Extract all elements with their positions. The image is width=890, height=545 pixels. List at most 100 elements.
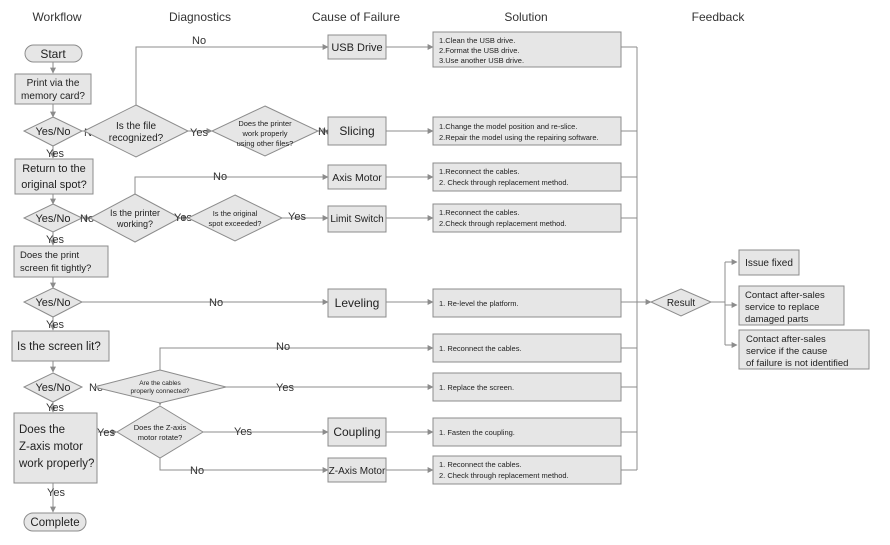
cause-usb-drive — [327, 34, 387, 60]
solution-usb — [432, 31, 622, 68]
label-yes-1: Yes — [46, 148, 64, 160]
label-yes-2: Yes — [46, 234, 64, 246]
cause-limit-switch — [327, 205, 387, 233]
header-diagnostics: Diagnostics — [169, 10, 231, 24]
zmotor-line2: Z-axis motor — [19, 441, 83, 453]
label-yes-4: Yes — [46, 402, 64, 414]
label-yes-6: Yes — [47, 487, 65, 499]
solution-axis — [432, 162, 622, 192]
cause-slicing-label: Slicing — [339, 124, 374, 138]
sol-axis-2: 2. Check through replacement method. — [439, 178, 569, 187]
decision-yesno-2-label: Yes/No — [35, 213, 70, 225]
recognized-line1: Is the file — [116, 121, 156, 132]
label-yes-5: Yes — [97, 427, 115, 439]
sol-screen-1: 1. Replace the screen. — [439, 383, 514, 392]
feedback-contact-replace-parts — [738, 285, 845, 326]
return-line2: original spot? — [21, 179, 86, 191]
feedback-issue-fixed — [738, 249, 800, 276]
complete-label: Complete — [30, 517, 79, 529]
decision-result — [649, 288, 713, 317]
label-no-zaxis: No — [190, 465, 204, 477]
exceeded-line1: Is the original — [213, 209, 258, 218]
sol-limit-2: 2.Check through replacement method. — [439, 219, 567, 228]
feedback-column: Result Issue fixed Contact after-sales s… — [649, 249, 870, 370]
z-axis-motor-box — [13, 412, 98, 484]
decision-cables-connected — [93, 369, 227, 404]
cause-z-axis-motor — [327, 457, 387, 483]
sol-coupling-1: 1. Fasten the coupling. — [439, 428, 515, 437]
solution-coupling — [432, 417, 622, 447]
result-label: Result — [667, 298, 696, 309]
sol-axis-1: 1.Reconnect the cables. — [439, 167, 519, 176]
label-no-usb: No — [192, 35, 206, 47]
cause-column: USB Drive Slicing Axis Motor Limit Switc… — [327, 34, 387, 483]
solution-leveling — [432, 288, 622, 318]
decision-yesno-1 — [22, 116, 84, 147]
fixed-label: Issue fixed — [745, 258, 793, 269]
contact-unknown-1: Contact after-sales — [746, 334, 826, 345]
cause-coupling — [327, 417, 387, 447]
return-line1: Return to the — [22, 163, 86, 175]
decision-yesno-4-label: Yes/No — [35, 382, 70, 394]
start-label: Start — [40, 47, 66, 61]
zmotor-line3: work properly? — [18, 458, 94, 470]
cause-leveling-label: Leveling — [335, 296, 380, 310]
decision-yesno-4 — [22, 372, 84, 403]
header-workflow: Workflow — [32, 10, 81, 24]
cause-axis-motor — [327, 164, 387, 190]
other-files-line2: work properly — [241, 129, 287, 138]
solution-slicing — [432, 116, 622, 146]
contact-unknown-3: of failure is not identified — [746, 358, 848, 369]
start-terminal — [24, 44, 83, 63]
decision-other-files — [210, 105, 320, 157]
fit-line2: screen fit tightly? — [20, 263, 91, 274]
workflow-column: Start Print via the memory card? Yes/No … — [11, 44, 115, 532]
cause-axis-label: Axis Motor — [332, 172, 382, 184]
sol-usb-1: 1.Clean the USB drive. — [439, 36, 515, 45]
label-yes-working: Yes — [174, 212, 192, 224]
contact-unknown-2: service if the cause — [746, 346, 827, 357]
rotate-line1: Does the Z-axis — [134, 423, 187, 432]
header-solution: Solution — [504, 10, 547, 24]
label-yes-recognized: Yes — [190, 127, 208, 139]
label-yes-limit: Yes — [288, 211, 306, 223]
solution-z-axis — [432, 455, 622, 485]
print-via-memory-card-box — [14, 73, 92, 105]
screen-lit-label: Is the screen lit? — [17, 341, 101, 353]
decision-file-recognized — [82, 104, 190, 158]
decision-yesno-3 — [22, 287, 84, 318]
solution-reconnect-cables — [432, 333, 622, 363]
sol-zaxis-1: 1. Reconnect the cables. — [439, 460, 522, 469]
solution-limit — [432, 203, 622, 233]
rotate-line2: motor rotate? — [138, 433, 183, 442]
contact-parts-2: service to replace — [745, 302, 819, 313]
sol-slicing-2: 2.Repair the model using the repairing s… — [439, 133, 599, 142]
diagnostics-column: Is the file recognized? No Yes Does the … — [82, 35, 332, 477]
cause-usb-label: USB Drive — [331, 42, 382, 54]
contact-parts-3: damaged parts — [745, 314, 809, 325]
cause-limit-label: Limit Switch — [330, 214, 383, 225]
sol-cables-1: 1. Reconnect the cables. — [439, 344, 522, 353]
decision-printer-working — [88, 193, 182, 243]
label-no-axis: No — [213, 171, 227, 183]
decision-yesno-1-label: Yes/No — [35, 126, 70, 138]
feedback-contact-unidentified — [738, 329, 870, 370]
sol-zaxis-2: 2. Check through replacement method. — [439, 471, 569, 480]
solution-replace-screen — [432, 372, 622, 402]
label-no-cables: No — [276, 341, 290, 353]
recognized-line2: recognized? — [109, 133, 164, 144]
decision-yesno-2 — [22, 203, 84, 233]
screen-lit-box — [11, 330, 110, 362]
other-files-line3: using other files? — [237, 139, 294, 148]
exceeded-line2: spot exceeded? — [209, 219, 262, 228]
complete-terminal — [23, 512, 87, 532]
other-files-line1: Does the printer — [238, 119, 292, 128]
label-yes-coupling: Yes — [234, 426, 252, 438]
cables-line2: properly connected? — [131, 388, 190, 395]
sol-limit-1: 1.Reconnect the cables. — [439, 208, 519, 217]
cause-slicing — [327, 116, 387, 146]
solution-column: 1.Clean the USB drive. 2.Format the USB … — [432, 31, 622, 485]
cause-coupling-label: Coupling — [333, 425, 380, 439]
contact-parts-1: Contact after-sales — [745, 290, 825, 301]
